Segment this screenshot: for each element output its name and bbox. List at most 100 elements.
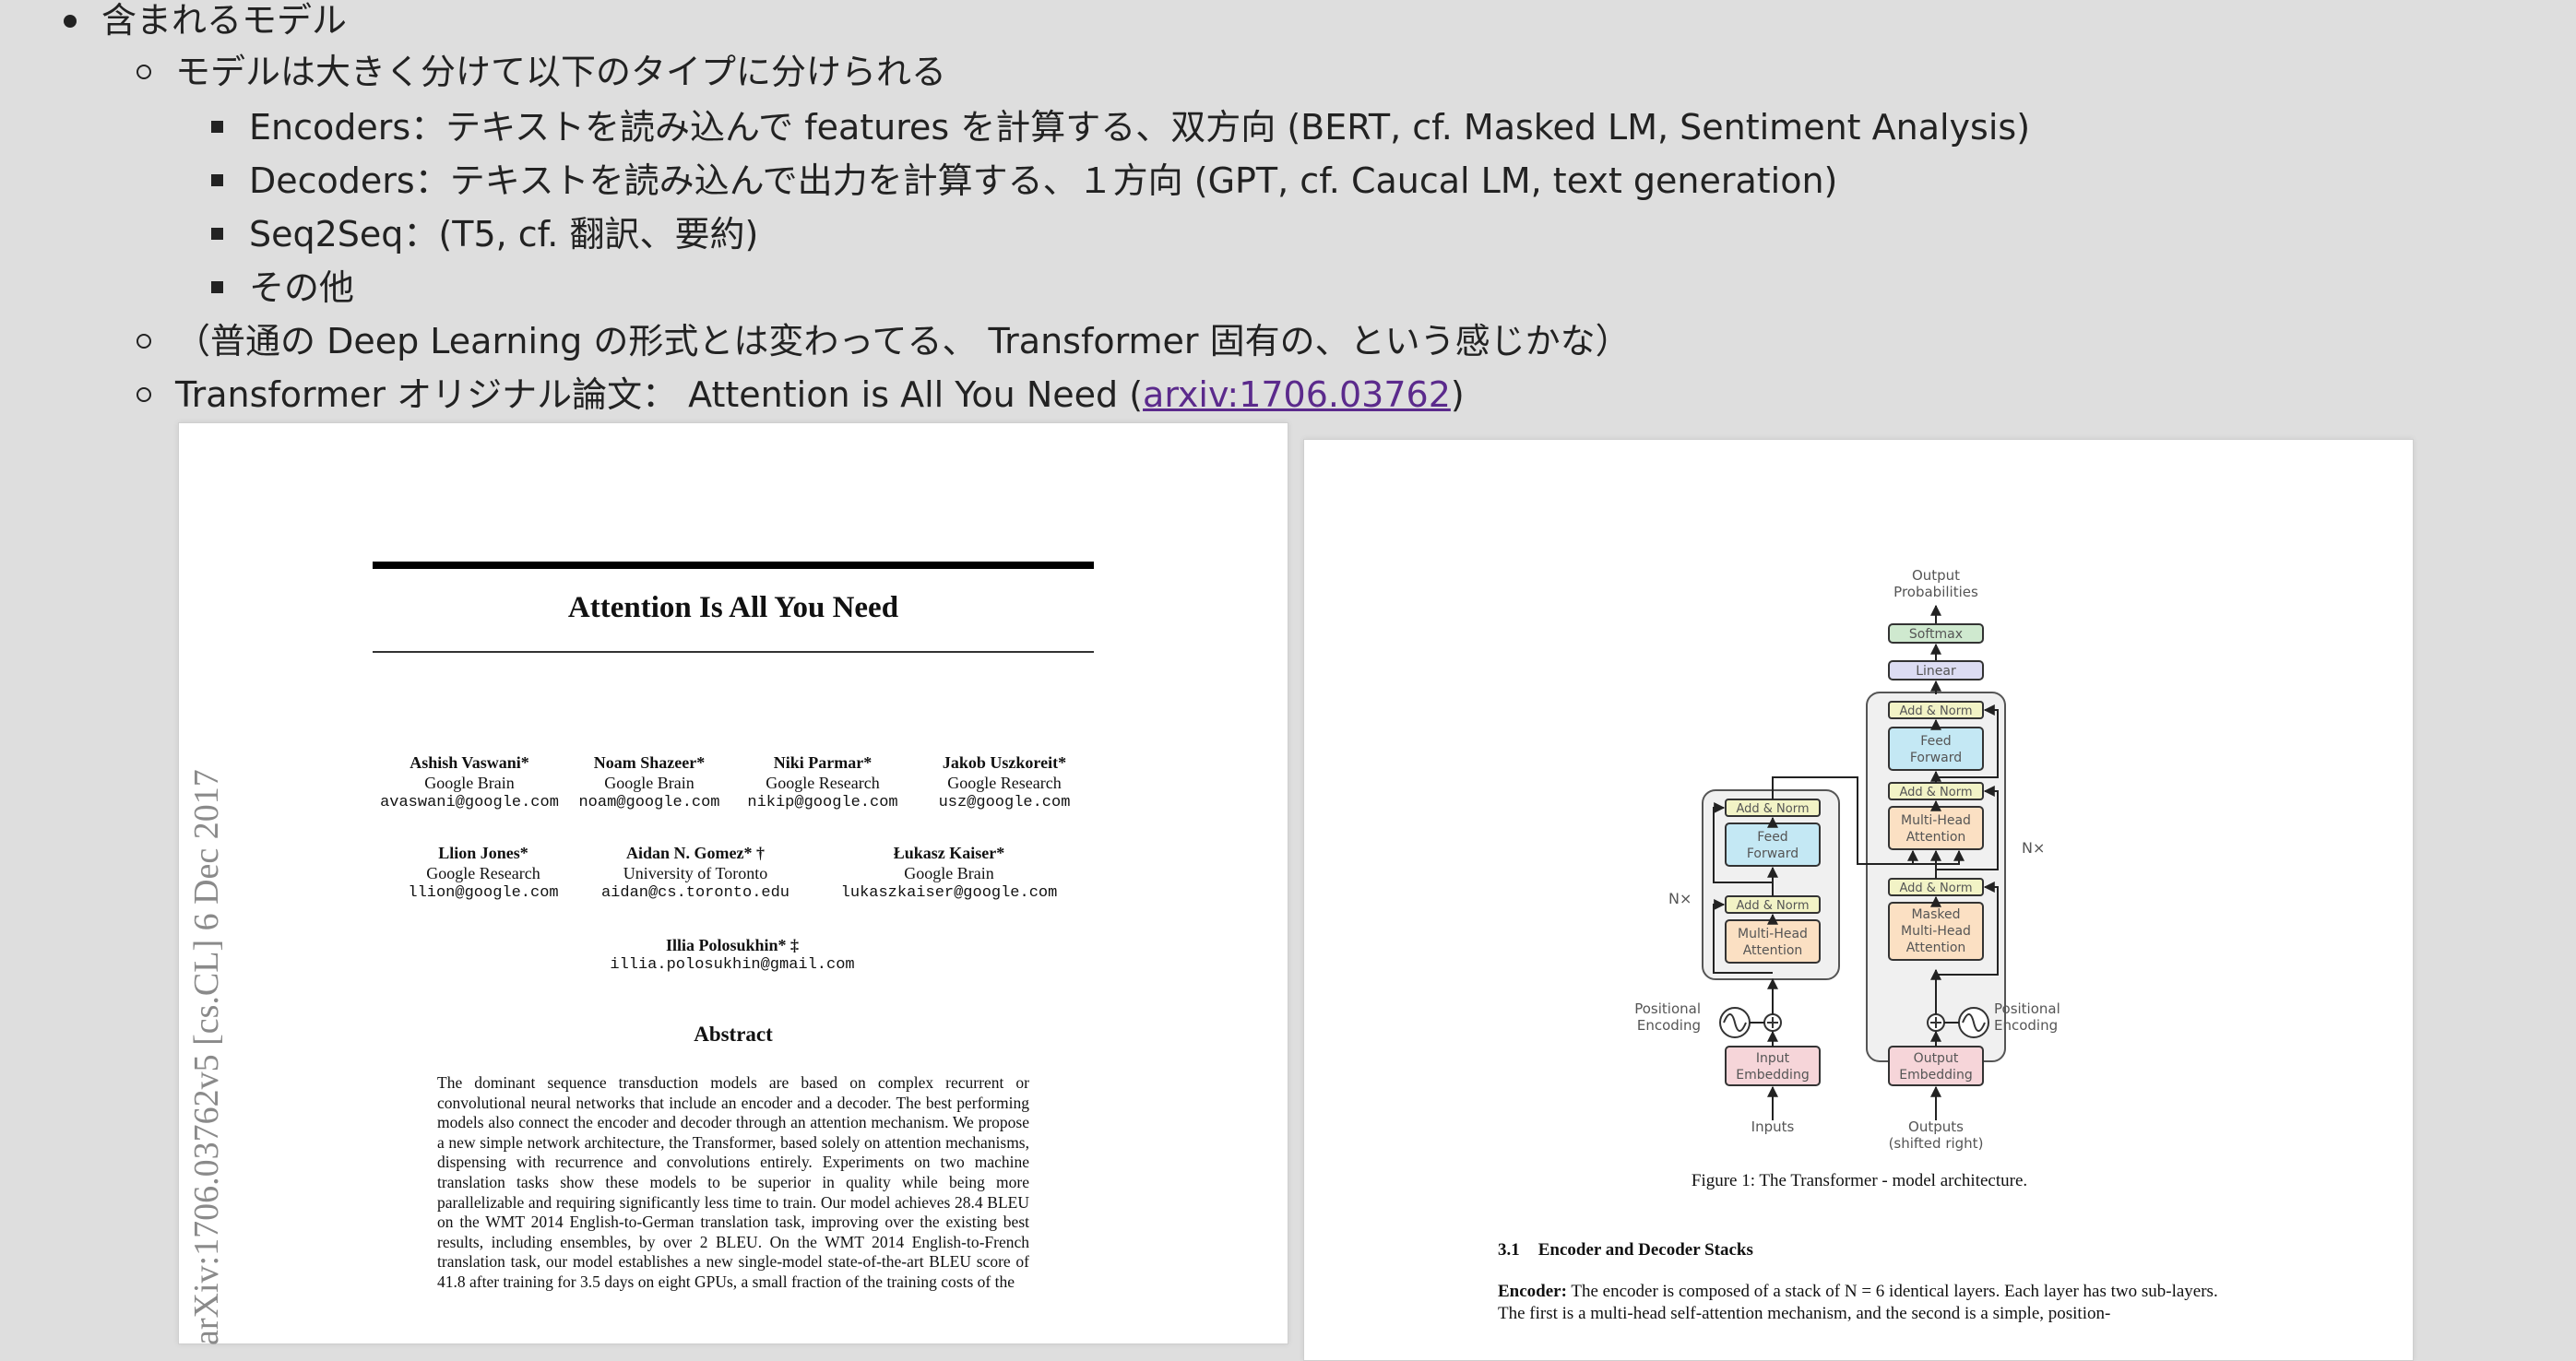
attention-label: Attention — [1906, 941, 1966, 955]
author-block: Aidan N. Gomez* † University of Toronto … — [589, 843, 801, 904]
author-affiliation: Google Brain — [904, 864, 994, 882]
author-block: Noam Shazeer* Google Brain noam@google.c… — [566, 752, 732, 813]
forward-label: Forward — [1747, 846, 1798, 861]
label-output-probabilities-1: Output — [1912, 567, 1960, 584]
softmax-block — [1888, 623, 1984, 644]
author-name: Illia Polosukhin* ‡ — [665, 936, 800, 954]
bullet-circle — [137, 65, 151, 79]
encoder-paragraph-text: The encoder is composed of a stack of N … — [1498, 1282, 2218, 1323]
label-output-probabilities-2: Probabilities — [1893, 584, 1978, 600]
paper-reference-prefix: Transformer オリジナル論文： Attention is All Yo… — [175, 374, 1144, 415]
outline-item-others: その他 — [249, 267, 355, 308]
transformer-architecture-diagram: Output Probabilities Softmax Linear Add … — [1634, 567, 2060, 1152]
positional-label: Positional — [1634, 1000, 1701, 1017]
encoder-to-decoder-connection — [1858, 849, 1965, 865]
paper-title: Attention Is All You Need — [567, 591, 899, 624]
bullet-circle — [137, 334, 151, 349]
bullet-square — [211, 174, 223, 186]
residual — [1936, 704, 1999, 778]
arxiv-side-stamp: arXiv:1706.03762v5 [cs.CL] 6 Dec 2017 — [187, 769, 226, 1345]
inputs-label: Inputs — [1751, 1118, 1795, 1135]
encoder-nx-label: N× — [1668, 890, 1692, 907]
residual — [1713, 802, 1773, 883]
multi-head-label: Multi-Head — [1901, 924, 1971, 939]
paper-figure-page-image: Output Probabilities Softmax Linear Add … — [1303, 439, 2414, 1361]
outline-item-seq2seq: Seq2Seq：(T5, cf. 翻訳、要約) — [249, 214, 759, 254]
author-affiliation: Google Brain — [604, 774, 694, 792]
masked-label: Masked — [1911, 907, 1960, 922]
sine-wave — [1962, 1013, 1986, 1032]
feed-label: Feed — [1920, 734, 1951, 749]
author-name: Ashish Vaswani* — [410, 753, 529, 772]
input-label: Input — [1756, 1051, 1790, 1066]
positional-label: Positional — [1994, 1000, 2060, 1017]
attention-label: Attention — [1743, 943, 1803, 958]
bullet-square — [211, 121, 223, 133]
outline-item-decoders: Decoders：テキストを読み込んで出力を計算する、１方向 (GPT, cf.… — [249, 160, 1838, 201]
embedding-label: Embedding — [1899, 1068, 1972, 1083]
author-block: Łukasz Kaiser* Google Brain lukaszkaiser… — [829, 843, 1069, 904]
author-name: Jakob Uszkoreit* — [942, 753, 1067, 772]
residual — [1936, 882, 1999, 976]
feed-label: Feed — [1757, 830, 1787, 845]
title-rule-bottom — [373, 651, 1094, 653]
linear-block — [1888, 660, 1984, 680]
section-number: 3.1 — [1498, 1240, 1520, 1260]
paper-first-page-image: arXiv:1706.03762v5 [cs.CL] 6 Dec 2017 At… — [178, 422, 1288, 1345]
softmax-label: Softmax — [1909, 627, 1963, 642]
bullet-square — [211, 228, 223, 240]
arxiv-link[interactable]: arxiv:1706.03762 — [1143, 374, 1451, 415]
author-email: nikip@google.com — [747, 794, 898, 811]
author-block: Ashish Vaswani* Google Brain avaswani@go… — [377, 752, 562, 813]
multi-head-label: Multi-Head — [1738, 927, 1808, 941]
author-email: llion@google.com — [408, 884, 559, 902]
author-block: Niki Parmar* Google Research nikip@googl… — [740, 752, 906, 813]
add-norm-label: Add & Norm — [1736, 899, 1809, 913]
encoding-label: Encoding — [1994, 1017, 2058, 1034]
figure-caption: Figure 1: The Transformer - model archit… — [1691, 1171, 2028, 1190]
author-affiliation: Google Research — [426, 864, 540, 882]
paper-reference-suffix: ) — [1450, 374, 1465, 415]
embedding-label: Embedding — [1736, 1068, 1809, 1083]
outline-item-encoders: Encoders：テキストを読み込んで features を計算する、双方向 (… — [249, 107, 2031, 148]
author-name: Llion Jones* — [438, 844, 528, 862]
author-block: Llion Jones* Google Research llion@googl… — [391, 843, 576, 904]
bullet-disc — [64, 15, 77, 28]
multi-head-label: Multi-Head — [1901, 813, 1971, 828]
encoding-label: Encoding — [1637, 1017, 1701, 1034]
author-name: Niki Parmar* — [773, 753, 873, 772]
shifted-right-label: (shifted right) — [1889, 1135, 1984, 1152]
encoder-to-decoder-connection — [1772, 776, 1918, 865]
bullet-circle — [137, 387, 151, 402]
section-heading: 3.1 Encoder and Decoder Stacks — [1498, 1240, 1772, 1260]
author-email: aidan@cs.toronto.edu — [600, 884, 790, 902]
author-email: illia.polosukhin@gmail.com — [610, 956, 855, 974]
output-label: Output — [1914, 1051, 1959, 1066]
add-norm-label: Add & Norm — [1899, 704, 1972, 718]
author-email: lukaszkaiser@google.com — [840, 884, 1058, 902]
section-body: Encoder: The encoder is composed of a st… — [1498, 1281, 2226, 1325]
add-norm-label: Add & Norm — [1899, 882, 1972, 895]
author-block: Jakob Uszkoreit* Google Research usz@goo… — [912, 752, 1097, 813]
attention-label: Attention — [1906, 830, 1966, 845]
outline-item-note: （普通の Deep Learning の形式とは変わってる、 Transform… — [175, 321, 1631, 361]
title-rule-top — [373, 562, 1094, 569]
author-affiliation: Google Research — [947, 774, 1062, 792]
decoder-nx-label: N× — [2022, 839, 2045, 857]
abstract-body: The dominant sequence transduction model… — [437, 1073, 1029, 1291]
outline-item-included-models: 含まれるモデル — [101, 0, 348, 41]
sine-wave — [1723, 1013, 1747, 1032]
forward-label: Forward — [1910, 751, 1962, 765]
encoder-paragraph-label: Encoder: — [1498, 1282, 1567, 1301]
author-block: Illia Polosukhin* ‡ illia.polosukhin@gma… — [576, 935, 889, 976]
author-name: Łukasz Kaiser* — [893, 844, 1005, 862]
author-name: Aidan N. Gomez* † — [626, 844, 765, 862]
add-norm-label: Add & Norm — [1899, 786, 1972, 799]
author-affiliation: Google Brain — [424, 774, 515, 792]
add-norm-label: Add & Norm — [1736, 802, 1809, 816]
outputs-label: Outputs — [1908, 1118, 1964, 1135]
section-title: Encoder and Decoder Stacks — [1537, 1240, 1753, 1260]
author-email: noam@google.com — [578, 794, 720, 811]
author-email: avaswani@google.com — [380, 794, 559, 811]
residual — [1936, 786, 1999, 870]
